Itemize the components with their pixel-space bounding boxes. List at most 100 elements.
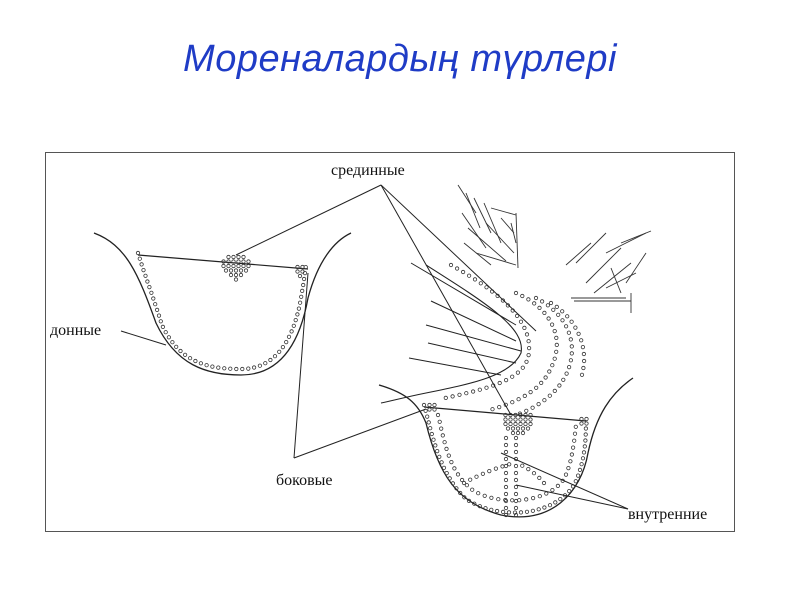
moraine-dot xyxy=(569,351,574,356)
moraine-dot xyxy=(238,268,244,273)
moraine-dot xyxy=(470,389,476,394)
moraine-dot xyxy=(293,318,298,323)
label-internal: внутренние xyxy=(628,506,707,523)
moraine-dot xyxy=(505,303,510,308)
moraine-dot xyxy=(454,266,460,271)
moraine-dot xyxy=(546,316,551,321)
moraine-dot xyxy=(522,393,527,398)
moraine-dot xyxy=(526,339,531,344)
moraine-dot xyxy=(158,319,163,324)
moraine-dot xyxy=(295,312,300,317)
moraine-dot xyxy=(236,263,241,269)
moraine-dot xyxy=(505,426,511,431)
moraine-dot xyxy=(512,510,518,515)
moraine-dot xyxy=(241,263,246,269)
moraine-dot xyxy=(567,488,572,494)
moraine-dot xyxy=(583,432,588,437)
moraine-dot xyxy=(532,301,537,306)
moraine-dot xyxy=(513,505,519,511)
moraine-dot xyxy=(474,474,479,479)
moraine-dot xyxy=(450,481,455,486)
moraine-dot xyxy=(295,264,300,270)
moraine-dot xyxy=(542,310,547,315)
label-lateral: боковые xyxy=(276,472,333,489)
moraine-dot xyxy=(447,476,452,481)
moraine-dot xyxy=(289,329,294,334)
glacier-plan-moraine-dots xyxy=(443,262,587,416)
moraine-dot xyxy=(444,470,449,476)
moraine-dot xyxy=(160,324,166,329)
moraine-dot xyxy=(564,371,569,376)
moraine-dot xyxy=(156,313,162,318)
moraine-dot xyxy=(241,254,246,260)
moraine-dot xyxy=(296,306,301,311)
moraine-dot xyxy=(477,387,482,392)
moraine-dot xyxy=(298,300,303,305)
moraine-dot xyxy=(263,361,268,366)
moraine-dot xyxy=(503,470,509,476)
moraine-dot xyxy=(503,412,508,418)
moraine-dot xyxy=(513,412,518,418)
slide-title: Мореналардың түрлері xyxy=(183,38,617,80)
moraine-dot xyxy=(425,414,430,419)
moraine-dot xyxy=(513,512,519,518)
moraine-dot xyxy=(155,307,160,312)
moraine-dot xyxy=(563,324,569,329)
moraine-dot xyxy=(524,509,530,514)
moraine-dot xyxy=(470,487,475,492)
moraine-dot xyxy=(518,412,523,418)
moraine-dot xyxy=(490,407,495,412)
moraine-dot xyxy=(440,433,445,438)
moraine-dot xyxy=(520,430,526,436)
moraine-dot xyxy=(513,417,518,422)
moraine-dot xyxy=(513,421,518,427)
moraine-dot xyxy=(228,366,233,371)
moraine-dot xyxy=(537,494,542,499)
moraine-dot xyxy=(449,459,454,465)
moraine-dot xyxy=(163,330,168,335)
moraine-dot xyxy=(542,505,547,510)
moraine-dot xyxy=(582,444,587,449)
moraine-dot xyxy=(236,254,241,260)
moraine-dot xyxy=(579,462,584,467)
moraine-dot xyxy=(228,268,234,273)
moraine-dot xyxy=(216,365,221,370)
right-glacier-surface xyxy=(423,406,587,422)
moraine-dot xyxy=(537,305,542,310)
moraine-dot xyxy=(525,426,531,431)
moraine-dot xyxy=(503,421,508,427)
moraine-dot xyxy=(503,505,509,511)
moraine-dot xyxy=(141,268,146,273)
moraine-dot xyxy=(584,416,589,422)
moraine-dot xyxy=(568,337,573,342)
moraine-dot xyxy=(530,508,535,513)
moraine-dot xyxy=(459,477,465,483)
moraine-dot xyxy=(556,312,561,317)
moraine-dot xyxy=(183,352,188,357)
moraine-dot xyxy=(547,503,553,508)
moraine-dot xyxy=(268,357,273,363)
moraine-dot xyxy=(226,263,231,269)
moraine-dot xyxy=(515,426,521,431)
moraine-dot xyxy=(433,443,438,448)
moraine-dot xyxy=(550,487,555,493)
moraine-dot xyxy=(489,507,494,512)
moraine-dot xyxy=(455,472,461,477)
leader-lines xyxy=(120,184,629,510)
moraine-dot xyxy=(558,496,563,502)
moraine-dot xyxy=(236,259,241,264)
moraine-dot xyxy=(437,454,442,459)
moraine-dot xyxy=(497,405,502,410)
moraine-dot xyxy=(193,358,198,364)
moraine-dot xyxy=(286,334,292,339)
moraine-dot xyxy=(566,465,571,471)
moraine-dot xyxy=(145,279,150,284)
moraine-dot xyxy=(545,303,550,308)
moraine-dot xyxy=(441,465,447,470)
moraine-dot xyxy=(549,322,555,327)
moraine-dot xyxy=(547,369,552,374)
moraine-dot xyxy=(566,330,572,335)
moraine-dot xyxy=(503,491,509,497)
moraine-dot xyxy=(566,365,572,370)
moraine-dot xyxy=(539,299,545,304)
